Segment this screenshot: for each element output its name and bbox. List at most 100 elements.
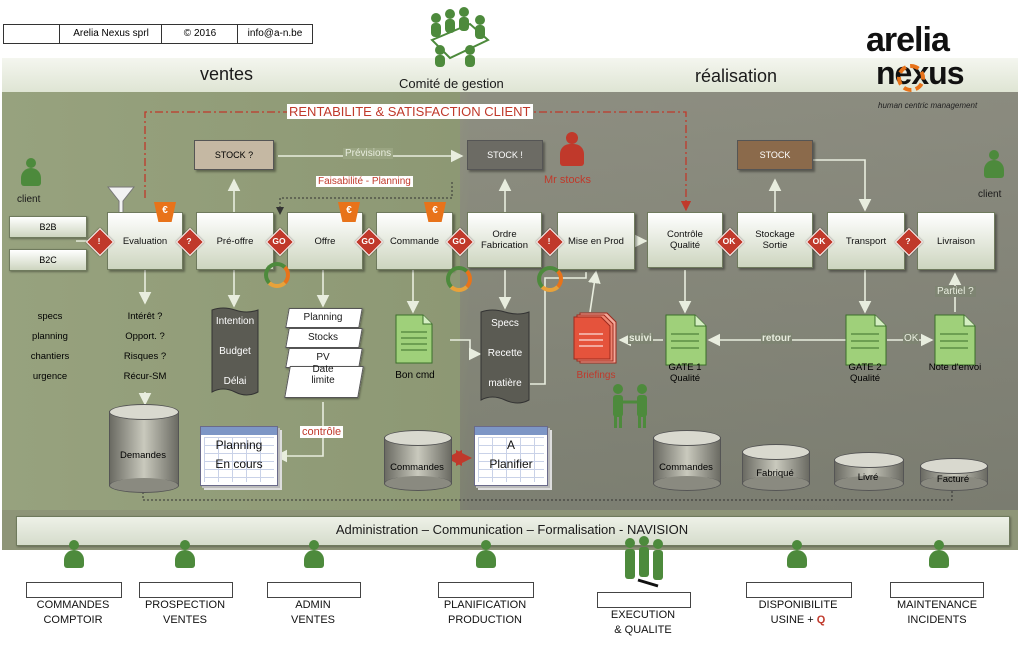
store-commandes-1-label: Commandes <box>390 462 444 473</box>
gate-q-1-label: ? <box>186 236 192 246</box>
quality-q-mark: Q <box>816 614 826 626</box>
left-list-item[interactable]: urgence <box>12 368 88 385</box>
stock-stockage[interactable]: STOCK <box>737 140 813 170</box>
gate-go-2-label: GO <box>361 236 375 246</box>
link-suivi: suivi <box>628 333 653 344</box>
band-realisation: réalisation <box>695 66 778 86</box>
calendar-right-line1: A <box>506 438 515 452</box>
store-facture[interactable]: Facturé <box>920 458 988 491</box>
stock-ordre-fabrication[interactable]: STOCK ! <box>467 140 543 170</box>
euro-badge-commande: € <box>424 202 446 222</box>
market-b2b[interactable]: B2B <box>9 216 87 238</box>
store-commandes-2-label: Commandes <box>659 462 713 473</box>
process-ordre-fabrication[interactable]: Ordre Fabrication <box>467 212 542 268</box>
bon-cmd-label: Bon cmd <box>395 370 435 381</box>
eval-list-item[interactable]: Opport. ? <box>106 328 184 345</box>
market-b2c[interactable]: B2C <box>9 249 87 271</box>
of-list-item: Recette <box>487 348 523 359</box>
eval-list-item[interactable]: Intérêt ? <box>106 308 184 325</box>
client-right-icon <box>983 150 1005 178</box>
link-retour: retour <box>761 333 792 344</box>
link-controle: contrôle <box>300 426 344 438</box>
store-livre-label: Livré <box>857 472 879 483</box>
note-envoi-label: Note d'envoi <box>928 362 982 373</box>
role-person-icon <box>63 540 85 568</box>
store-fabrique[interactable]: Fabriqué <box>742 444 810 491</box>
process-pre-offre[interactable]: Pré-offre <box>196 212 274 270</box>
role-box <box>267 582 361 598</box>
gate-go-1-label: GO <box>272 236 286 246</box>
role-person-icon <box>786 540 808 568</box>
role-person-icon <box>928 540 950 568</box>
store-facture-label: Facturé <box>936 474 970 485</box>
link-partiel: Partiel ? <box>935 286 976 297</box>
cycle-icon-offre <box>264 262 290 288</box>
client-left-icon <box>20 158 42 186</box>
process-evaluation[interactable]: Evaluation <box>107 212 183 270</box>
store-demandes-label: Demandes <box>120 450 166 461</box>
eval-list-item[interactable]: Risques ? <box>106 348 184 365</box>
briefings-label: Briefings <box>576 370 616 381</box>
gate-excl-2-label: ! <box>547 236 551 246</box>
calendar-right-line2: Planifier <box>489 457 533 471</box>
stock-preoffre[interactable]: STOCK ? <box>194 140 274 170</box>
left-list-item[interactable]: planning <box>12 328 88 345</box>
of-list-item: matière <box>488 378 522 389</box>
committee-meeting-icon <box>430 7 490 67</box>
calendar-a-planifier[interactable]: A Planifier <box>474 426 548 486</box>
cycle-icon-mise-en-prod <box>537 266 563 292</box>
logo-line1: arelia <box>866 21 950 59</box>
gate-ok-2-label: OK <box>812 236 826 246</box>
role-person-icon <box>475 540 497 568</box>
role-box <box>438 582 534 598</box>
calendar-left-line1: Planning <box>215 438 263 452</box>
preoffre-tape <box>211 307 259 396</box>
client-left-label: client <box>17 194 41 205</box>
store-livre[interactable]: Livré <box>834 452 904 491</box>
role-person-icon <box>303 540 325 568</box>
store-commandes-2[interactable]: Commandes <box>653 430 721 491</box>
client-right-label: client <box>978 189 1002 200</box>
mr-stocks-label: Mr stocks <box>544 174 592 186</box>
gate-excl-1-label: ! <box>97 236 101 246</box>
left-list-item[interactable]: specs <box>12 308 88 325</box>
top-band <box>2 58 1018 92</box>
logo-gear-icon <box>897 64 925 92</box>
process-livraison[interactable]: Livraison <box>917 212 995 270</box>
preoffre-list-item: Délai <box>223 376 247 387</box>
offre-list-item: Planning <box>303 312 343 323</box>
offre-list-item: PV <box>316 352 330 363</box>
preoffre-list-item: Intention <box>215 316 255 327</box>
role-box <box>597 592 691 608</box>
band-comite: Comité de gestion <box>399 76 504 91</box>
eval-list-item[interactable]: Récur-SM <box>106 368 184 385</box>
header-email[interactable]: info@a-n.be <box>237 24 313 44</box>
link-faisabilite: Faisabilité - Planning <box>316 176 413 187</box>
gate-ok-1-label: OK <box>722 236 736 246</box>
calendar-planning-en-cours[interactable]: Planning En cours <box>200 426 278 486</box>
store-commandes-1[interactable]: Commandes <box>384 430 452 491</box>
cycle-icon-commande <box>446 266 472 292</box>
process-controle-qualite[interactable]: Contrôle Qualité <box>647 212 723 268</box>
process-transport[interactable]: Transport <box>827 212 905 270</box>
process-stockage-sortie[interactable]: Stockage Sortie <box>737 212 813 268</box>
role-box <box>26 582 122 598</box>
process-mise-en-prod[interactable]: Mise en Prod <box>557 212 635 270</box>
of-list-item: Specs <box>491 318 519 329</box>
mr-stocks-icon <box>559 132 585 168</box>
gate2-doc-icon <box>845 314 887 366</box>
role-box <box>890 582 984 598</box>
role-team-icon <box>625 536 663 588</box>
note-envoi-doc-icon <box>934 314 976 366</box>
role-box <box>139 582 233 598</box>
store-demandes[interactable]: Demandes <box>109 404 179 493</box>
logo-tagline: human centric management <box>878 101 978 110</box>
left-list-item[interactable]: chantiers <box>12 348 88 365</box>
calendar-left-line2: En cours <box>215 457 263 471</box>
